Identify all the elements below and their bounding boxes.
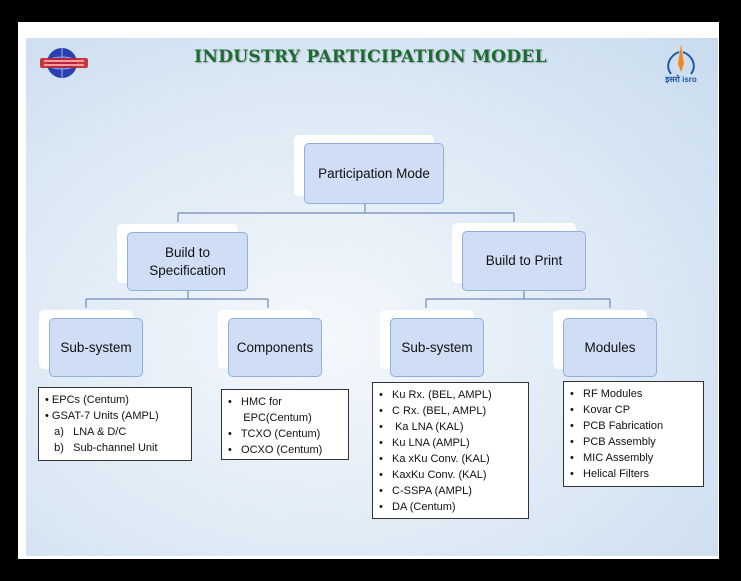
participation-mode-node: Participation Mode: [304, 143, 444, 204]
build-to-specification-node: Build to Specification: [127, 232, 248, 291]
sub-system-print-node: Sub-system: [390, 318, 484, 377]
list-item: EPC(Centum): [228, 412, 312, 424]
list-item: • Ku Rx. (BEL, AMPL): [379, 389, 492, 401]
modules-node: Modules: [563, 318, 657, 377]
gsat-logo-icon: [40, 48, 88, 78]
list-item: • Ku LNA (AMPL): [379, 437, 470, 449]
list-item: • OCXO (Centum): [228, 444, 323, 456]
list-item: • DA (Centum): [379, 501, 456, 513]
build-to-specification-label: Build to Specification: [149, 244, 226, 278]
list-item: • MIC Assembly: [570, 452, 654, 464]
build-to-print-label: Build to Print: [485, 253, 563, 269]
components-label: Components: [236, 339, 314, 355]
list-item: • EPCs (Centum): [45, 394, 129, 406]
list-item: • Ka LNA (KAL): [379, 421, 464, 433]
list-item: • HMC for: [228, 396, 282, 408]
list-item: a) LNA & D/C: [45, 426, 127, 438]
list-item: • C-SSPA (AMPL): [379, 485, 472, 497]
sub-system-spec-label: Sub-system: [60, 339, 132, 355]
list-item: • TCXO (Centum): [228, 428, 321, 440]
sub-system-print-list: • Ku Rx. (BEL, AMPL) • C Rx. (BEL, AMPL)…: [372, 382, 529, 519]
list-item: • Ka xKu Conv. (KAL): [379, 453, 490, 465]
list-item: • PCB Fabrication: [570, 420, 664, 432]
modules-list: • RF Modules • Kovar CP • PCB Fabricatio…: [563, 381, 704, 487]
components-list: • HMC for EPC(Centum) • TCXO (Centum) • …: [221, 389, 349, 460]
page-title: INDUSTRY PARTICIPATION MODEL: [194, 47, 547, 67]
modules-label: Modules: [584, 339, 636, 355]
list-item: • RF Modules: [570, 388, 643, 400]
list-item: • Helical Filters: [570, 468, 650, 480]
list-item: • PCB Assembly: [570, 436, 656, 448]
sub-system-spec-list: • EPCs (Centum) • GSAT-7 Units (AMPL) a)…: [38, 387, 192, 461]
participation-mode-label: Participation Mode: [318, 165, 430, 181]
list-item: • C Rx. (BEL, AMPL): [379, 405, 487, 417]
svg-text:इसरो isro: इसरो isro: [664, 74, 697, 84]
components-node: Components: [228, 318, 322, 377]
list-item: b) Sub-channel Unit: [45, 442, 158, 454]
isro-logo-icon: इसरो isro: [664, 44, 697, 84]
list-item: • GSAT-7 Units (AMPL): [45, 410, 159, 422]
list-item: • KaxKu Conv. (KAL): [379, 469, 487, 481]
list-item: • Kovar CP: [570, 404, 631, 416]
sub-system-spec-node: Sub-system: [49, 318, 143, 377]
sub-system-print-label: Sub-system: [401, 339, 473, 355]
build-to-print-node: Build to Print: [462, 231, 586, 291]
